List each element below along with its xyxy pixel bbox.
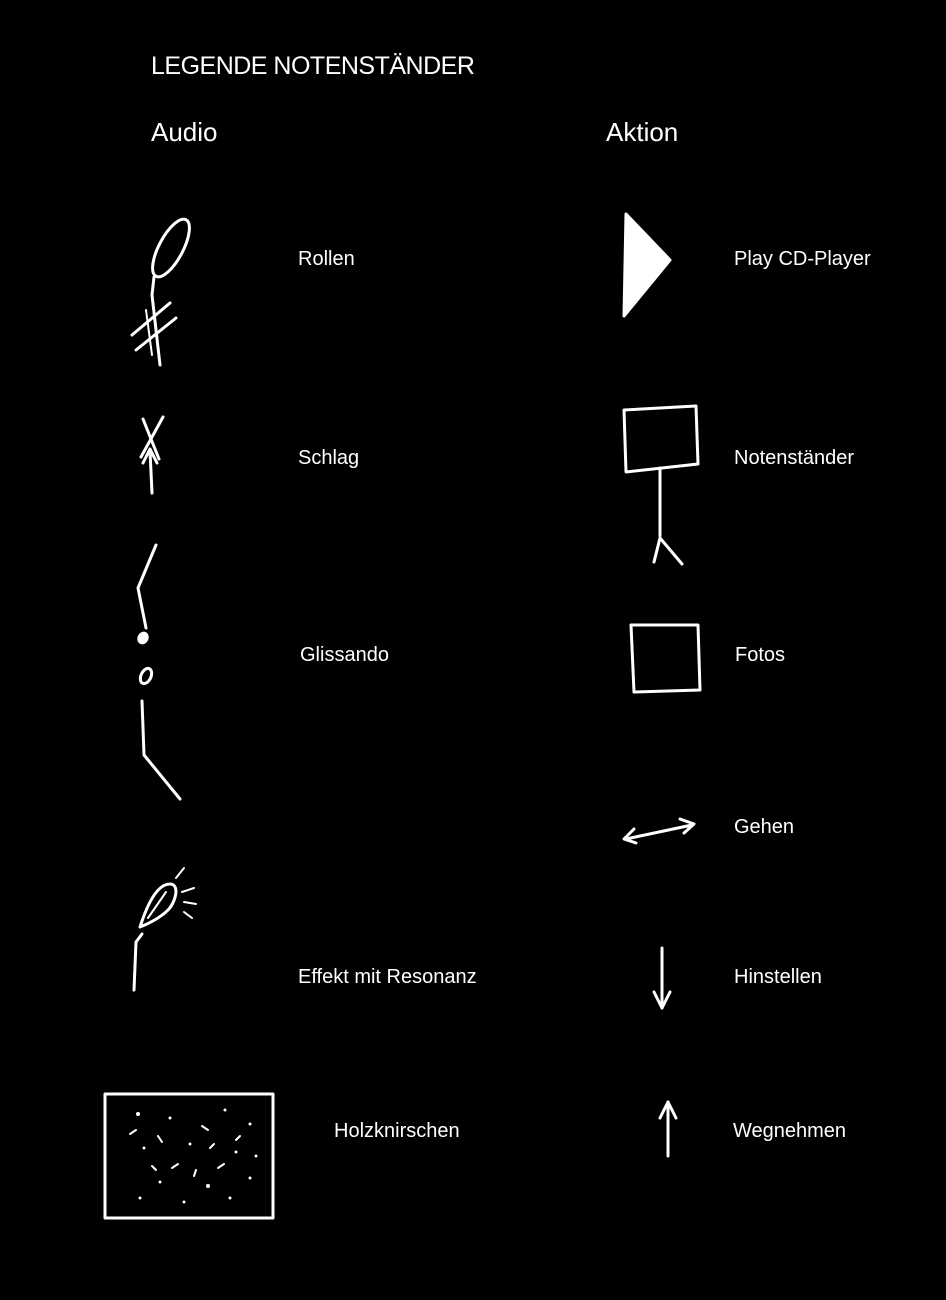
holzknirschen-label: Holzknirschen — [334, 1120, 460, 1142]
arrow-down-icon — [652, 946, 672, 1010]
schlag-symbol-icon — [139, 415, 165, 495]
arrow-up-icon — [658, 1100, 678, 1158]
double-arrow-icon — [622, 817, 696, 845]
gehen-label: Gehen — [734, 816, 795, 838]
rollen-symbol-icon — [130, 217, 191, 367]
hinstellen-label: Hinstellen — [734, 966, 822, 988]
rollen-label: Rollen — [298, 248, 355, 270]
notenstaender-label: Notenständer — [734, 447, 855, 469]
audio-column-header: Audio — [151, 117, 218, 147]
wegnehmen-label: Wegnehmen — [733, 1120, 847, 1142]
glissando-symbol-icon — [136, 543, 182, 801]
photo-square-icon — [629, 623, 702, 694]
holzknirschen-symbol-icon — [103, 1092, 275, 1220]
effekt-resonanz-symbol-icon — [132, 867, 197, 992]
aktion-column-header: Aktion — [606, 117, 679, 147]
glissando-label: Glissando — [300, 644, 389, 666]
play-triangle-icon — [622, 212, 672, 318]
music-stand-icon — [622, 404, 700, 566]
fotos-label: Fotos — [735, 644, 786, 666]
page-title: LEGENDE NOTENSTÄNDER — [151, 52, 475, 80]
schlag-label: Schlag — [298, 447, 360, 469]
effekt-resonanz-label: Effekt mit Resonanz — [298, 966, 477, 988]
play-cd-player-label: Play CD-Player — [734, 248, 871, 270]
